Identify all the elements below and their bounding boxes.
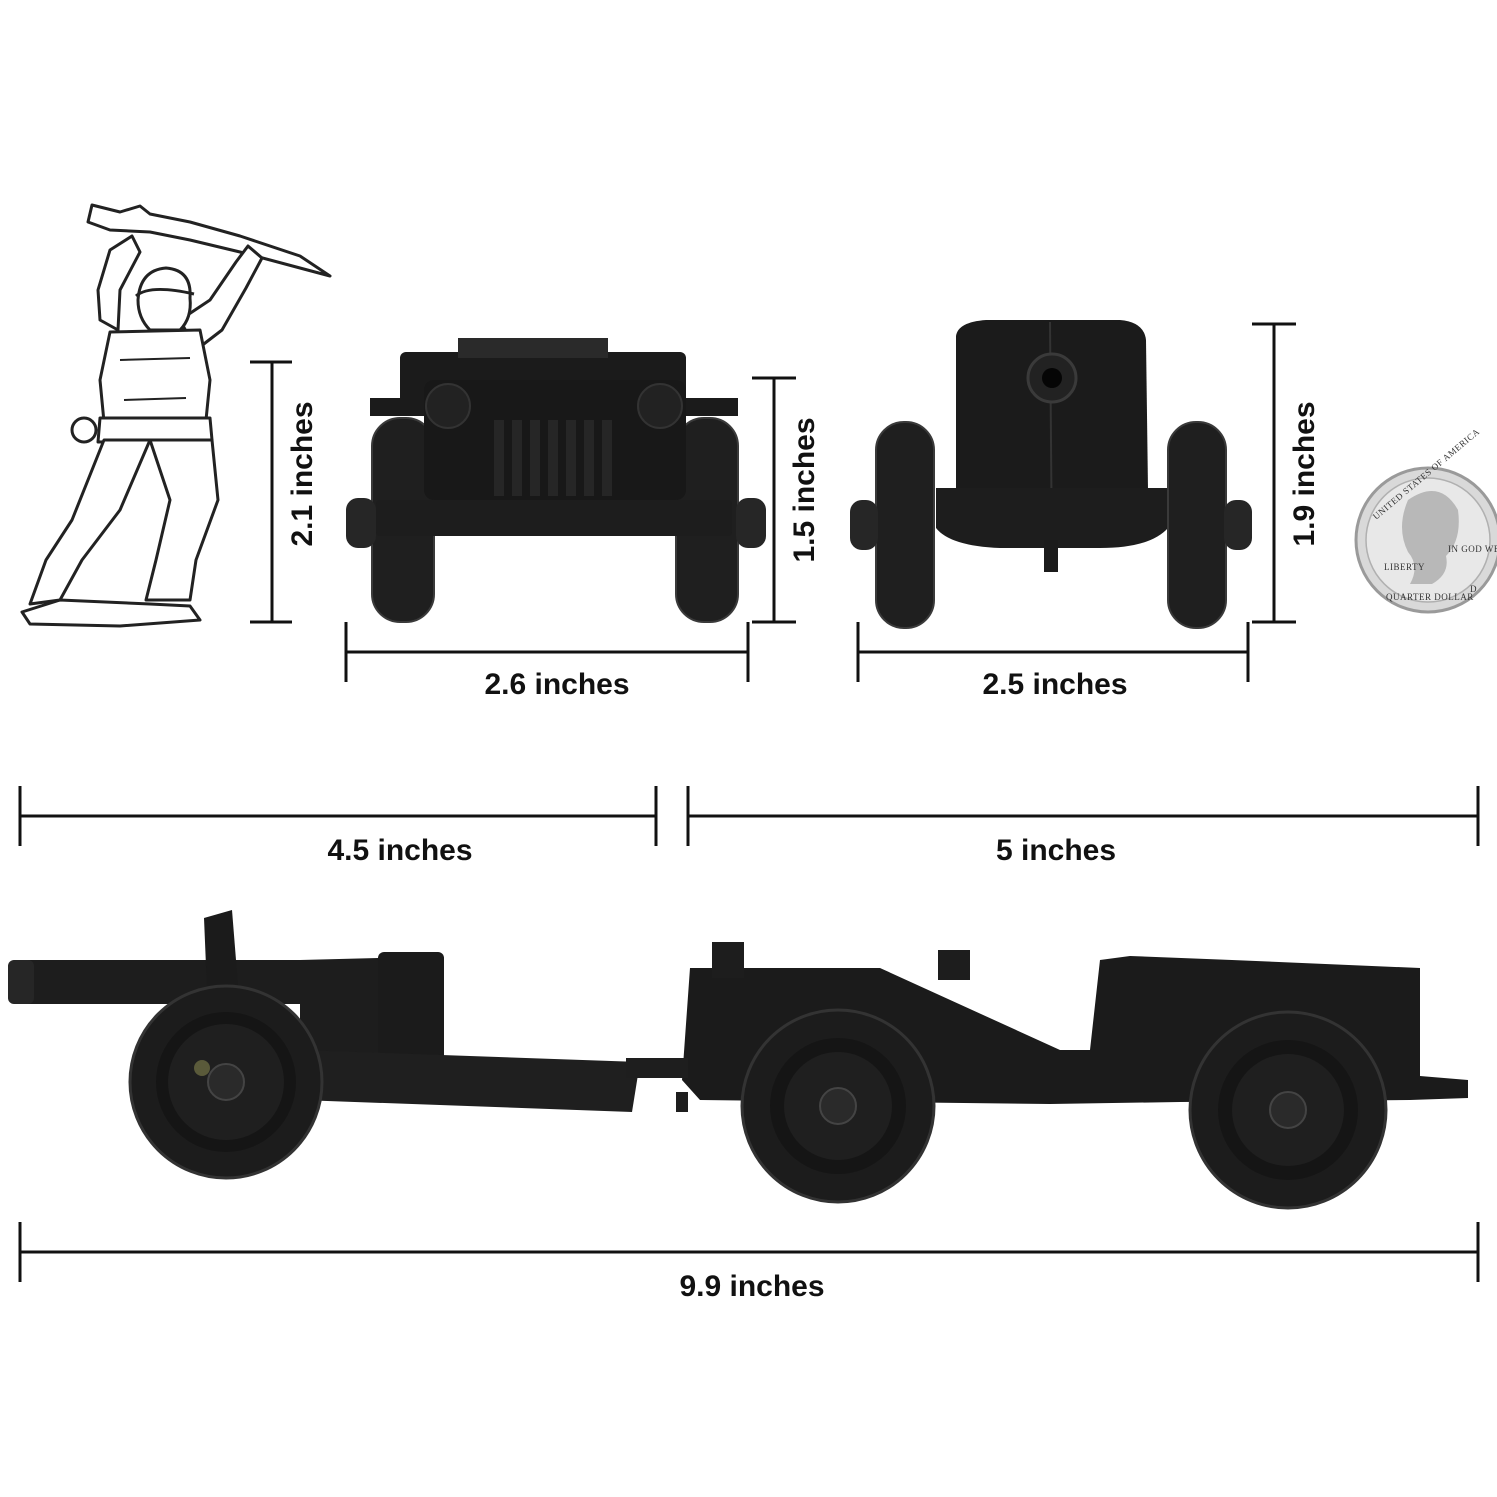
cannon-length-label: 4.5 inches bbox=[327, 834, 472, 867]
coin-bottom-text: QUARTER DOLLAR bbox=[1386, 592, 1474, 602]
cannon-front-width-dimension: 2.5 inches bbox=[856, 622, 1250, 701]
total-length-label: 9.9 inches bbox=[679, 1270, 824, 1303]
cannon-side-view bbox=[8, 910, 640, 1180]
coin-mint-text: D bbox=[1470, 584, 1477, 594]
jeep-front-height-dimension: 1.5 inches bbox=[752, 376, 821, 624]
cannon-length-dimension: 4.5 inches bbox=[18, 786, 658, 867]
cannon-front-width-label: 2.5 inches bbox=[982, 668, 1127, 701]
jeep-front-width-label: 2.6 inches bbox=[484, 668, 629, 701]
jeep-front-height-label: 1.5 inches bbox=[788, 417, 821, 562]
coin-liberty-text: LIBERTY bbox=[1384, 562, 1425, 572]
jeep-side-view bbox=[626, 942, 1468, 1210]
soldier-height-label: 2.1 inches bbox=[286, 401, 319, 546]
coin-motto-text: IN GOD WE TRUST bbox=[1448, 544, 1497, 554]
jeep-front-width-dimension: 2.6 inches bbox=[344, 622, 750, 701]
jeep-length-label: 5 inches bbox=[996, 834, 1116, 867]
cannon-front-view bbox=[850, 320, 1252, 629]
soldier-figure bbox=[20, 203, 332, 628]
cannon-front-height-label: 1.9 inches bbox=[1288, 401, 1321, 546]
soldier-height-dimension: 2.1 inches bbox=[250, 360, 319, 624]
jeep-front-view bbox=[346, 338, 766, 623]
cannon-front-height-dimension: 1.9 inches bbox=[1252, 322, 1321, 624]
quarter-coin: UNITED STATES OF AMERICA LIBERTY IN GOD … bbox=[1354, 426, 1497, 614]
total-length-dimension: 9.9 inches bbox=[18, 1222, 1480, 1303]
grille-slots bbox=[494, 420, 612, 496]
jeep-length-dimension: 5 inches bbox=[686, 786, 1480, 867]
